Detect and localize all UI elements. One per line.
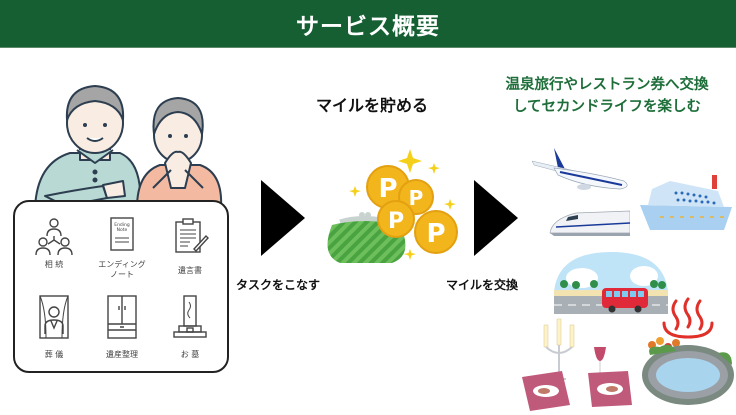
svg-text:P: P	[426, 219, 445, 249]
task-label: お 墓	[180, 350, 200, 359]
reward-description: 温泉旅行やレストラン券へ交換 してセカンドライフを楽しむ	[478, 74, 736, 118]
task-inheritance[interactable]: 相 続	[19, 216, 89, 270]
elderly-woman-figure	[136, 97, 223, 208]
task-list-box: 相 続 Ending Note エンディング ノート 遺言書 葬 儀	[13, 200, 229, 373]
airplane-illustration	[531, 148, 628, 190]
grave-icon	[173, 295, 207, 338]
arrow-right-icon	[261, 180, 305, 256]
ending-note-icon-text1: Ending	[114, 222, 130, 228]
coin-purse-illustration: P P P P	[327, 149, 458, 263]
reward-line-2: してセカンドライフを楽しむ	[512, 99, 702, 115]
svg-text:P: P	[378, 174, 397, 204]
task-grave[interactable]: お 墓	[155, 294, 225, 360]
cruise-ship-illustration	[640, 175, 732, 230]
task-funeral[interactable]: 葬 儀	[19, 294, 89, 360]
task-estate[interactable]: 遺産整理	[87, 294, 157, 360]
elderly-couple-illustration	[34, 85, 223, 208]
restaurant-dinner-illustration	[522, 318, 632, 411]
sparkle-icon	[349, 149, 456, 260]
task-label: 遺言書	[178, 266, 202, 275]
task-will[interactable]: 遺言書	[155, 216, 225, 276]
estate-cabinet-icon	[107, 295, 137, 339]
page-title: サービス概要	[296, 13, 440, 40]
step-do-tasks-label: タスクをこなす	[236, 278, 321, 292]
ending-note-icon: Ending Note	[110, 217, 134, 251]
svg-text:P: P	[388, 209, 404, 234]
step-save-miles-label: マイルを貯める	[316, 96, 429, 115]
ending-note-icon-text2: Note	[117, 227, 128, 233]
onsen-symbol-icon	[662, 297, 714, 339]
hot-spring-illustration	[642, 297, 734, 405]
bullet-train-illustration	[549, 210, 630, 236]
task-label: 相 続	[44, 260, 64, 269]
coins-icon: P P P P	[366, 165, 458, 254]
task-label: 遺産整理	[106, 350, 138, 359]
task-ending-note[interactable]: Ending Note エンディング ノート	[87, 216, 157, 280]
task-label: エンディング ノート	[98, 260, 146, 279]
header-bar: サービス概要	[0, 0, 736, 48]
family-tree-icon	[35, 218, 73, 256]
svg-text:P: P	[409, 186, 424, 210]
beach-bus-illustration	[554, 252, 668, 314]
funeral-icon	[39, 295, 69, 339]
reward-line-1: 温泉旅行やレストラン券へ交換	[505, 77, 709, 93]
step-exchange-miles-label: マイルを交換	[446, 278, 519, 292]
task-label: 葬 儀	[44, 350, 64, 359]
will-document-icon	[175, 218, 209, 253]
arrow-right-icon	[474, 180, 518, 256]
elderly-man-figure	[34, 85, 142, 208]
